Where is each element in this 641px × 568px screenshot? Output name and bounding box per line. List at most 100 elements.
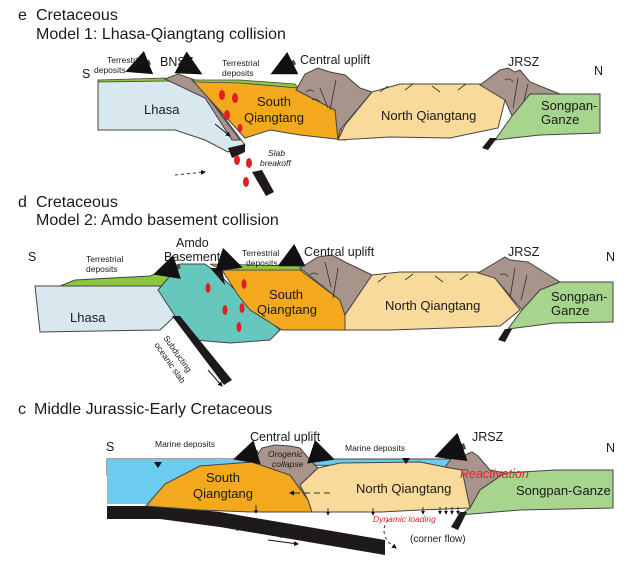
fold-lines (499, 267, 528, 301)
label-marine-deposits: Marine deposits (155, 439, 215, 449)
magma-drop (224, 110, 230, 120)
marine-marker-icon (154, 462, 162, 468)
north-qiangtang-block (344, 271, 521, 331)
panel-d: d Cretaceous Model 2: Amdo basement coll… (18, 194, 615, 387)
fault-marks (377, 273, 469, 283)
label-songpan-ganze: Ganze (541, 112, 579, 127)
fold-lines (305, 79, 337, 111)
shallow-subducting-slab (107, 506, 385, 555)
south-qiangtang-block (221, 269, 351, 331)
motion-arrow (267, 539, 299, 546)
arrow-icon (307, 439, 335, 464)
label-slab-breakoff: Slab (268, 148, 285, 158)
label-north-qiangtang: North Qiangtang (356, 481, 451, 496)
label-south: S (28, 250, 36, 264)
label-terrestrial: Terrestrial (107, 55, 144, 65)
label-north-qiangtang: North Qiangtang (381, 108, 476, 123)
arrow-icon (233, 440, 261, 465)
label-north: N (606, 441, 615, 455)
label-lhasa: Lhasa (70, 310, 106, 325)
north-qiangtang-block (337, 83, 511, 141)
arrow-icon (174, 51, 203, 75)
label-north: N (606, 250, 615, 264)
panel-letter: c (18, 401, 26, 418)
slab-breakoff-upper (228, 144, 245, 158)
label-songpan-ganze: Songpan- (551, 289, 607, 304)
magma-drop (243, 177, 249, 187)
label-slab-breakoff: breakoff (260, 158, 292, 168)
magma-drop (239, 303, 245, 313)
slab-stub-right (482, 138, 497, 150)
songpan-ganze-block (458, 469, 614, 516)
label-north: N (594, 64, 603, 78)
panel-title: Cretaceous (36, 7, 118, 24)
magma-drop (232, 93, 238, 103)
label-jrsz: JRSZ (508, 55, 540, 69)
label-terrestrial: Terrestrial (222, 58, 259, 68)
label-amdo-basement: Amdo (176, 236, 209, 250)
label-south: S (82, 67, 90, 81)
magma-drop (246, 158, 252, 168)
corner-flow-arrow (383, 519, 397, 549)
label-central-uplift: Central uplift (304, 245, 375, 259)
panel-title: Cretaceous (36, 194, 118, 211)
dynamic-loading-arrows (254, 505, 460, 516)
fold-lines (309, 261, 339, 299)
label-terrestrial: Terrestrial (86, 254, 123, 264)
magma-drops (219, 90, 252, 187)
flow-arrow (174, 169, 206, 176)
label-songpan-ganze: Songpan-Ganze (516, 483, 611, 498)
motion-arrow (214, 123, 231, 137)
label-orogenic-collapse: collapse (272, 459, 303, 469)
label-terrestrial: Terrestrial (242, 248, 279, 258)
panel-letter: d (18, 194, 27, 211)
label-bnsz: BNSZ (160, 55, 194, 69)
panel-c: c Middle Jurassic-Early Cretaceous (18, 401, 615, 555)
magma-drop (222, 305, 228, 315)
arrow-icon (125, 50, 154, 75)
label-reactivation: Reactivation (460, 467, 529, 481)
label-south-qiangtang: Qiangtang (244, 110, 304, 125)
central-uplift-block (295, 67, 373, 141)
label-south-qiangtang: South (206, 470, 240, 485)
motion-arrow (207, 369, 223, 387)
label-south-qiangtang: Qiangtang (257, 302, 317, 317)
arrow-icon (270, 51, 299, 75)
magma-drop (219, 90, 225, 100)
subducting-slab (172, 316, 232, 385)
label-corner-flow: (corner flow) (410, 534, 466, 545)
slab-stub-right (498, 329, 512, 342)
songpan-ganze-block (493, 93, 601, 141)
label-south-qiangtang: Qiangtang (193, 486, 253, 501)
marine-marker-icon (402, 458, 410, 464)
label-marine-deposits: Marine deposits (345, 443, 405, 453)
magma-drop (236, 322, 242, 332)
label-south-qiangtang: South (269, 287, 303, 302)
arrow-icon (153, 255, 181, 279)
arrow-icon (277, 243, 306, 267)
songpan-ganze-block (506, 281, 614, 330)
label-dynamic-loading: Dynamic loading (373, 514, 436, 524)
jrsz-uplift-block (479, 67, 562, 117)
label-orogenic-collapse: Orogenic (268, 449, 303, 459)
panel-letter: e (18, 7, 27, 24)
terrestrial-deposits-left (97, 77, 169, 83)
label-terrestrial: deposits (246, 258, 278, 268)
arrow-icon (434, 432, 468, 461)
label-songpan-ganze: Songpan- (541, 98, 597, 113)
label-south-qiangtang: South (257, 94, 291, 109)
panel-e: e Cretaceous Model 1: Lhasa-Qiangtang co… (18, 7, 603, 196)
panel-subtitle: Model 1: Lhasa-Qiangtang collision (36, 26, 286, 43)
label-south: S (106, 440, 114, 454)
fault-marks (379, 83, 467, 93)
label-lhasa: Lhasa (144, 102, 180, 117)
label-terrestrial: deposits (94, 65, 126, 75)
arrow-icon (215, 247, 243, 272)
label-north-qiangtang: North Qiangtang (385, 298, 480, 313)
slab-breakoff-lower (252, 170, 274, 196)
lhasa-block (34, 285, 176, 333)
magma-drops (205, 279, 247, 332)
label-central-uplift: Central uplift (300, 53, 371, 67)
label-central-uplift: Central uplift (250, 430, 321, 444)
